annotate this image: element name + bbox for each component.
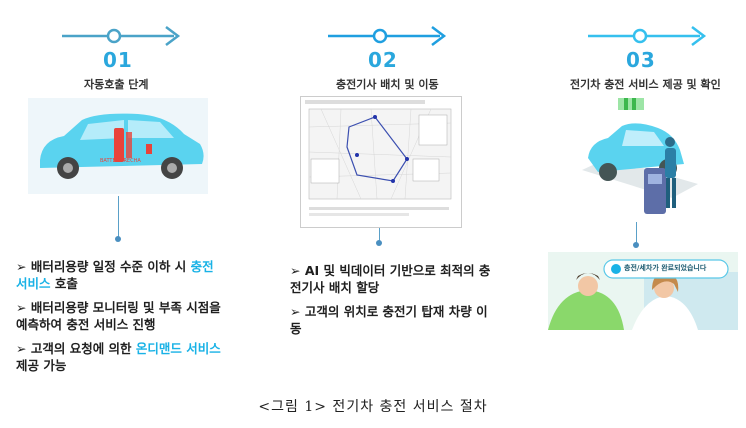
step-3-column: 03 전기차 충전 서비스 제공 및 확인 충전/세차가 완료되었습니다 xyxy=(500,0,740,390)
step-2-bullets: ➢ AI 및 빅데이터 기반으로 최적의 충전기사 배치 할당 ➢ 고객의 위치… xyxy=(290,262,495,344)
customer-notification-illustration xyxy=(548,252,738,330)
charging-service-illustration xyxy=(582,98,698,214)
step-1-connector-line xyxy=(118,196,119,238)
step-2-connector-dot xyxy=(376,240,382,246)
step-1-bullet-2: ➢ 배터리용량 모니터링 및 부족 시점을 예측하여 충전 서비스 진행 xyxy=(16,300,221,332)
step-1-arrow-icon xyxy=(62,26,181,46)
step-3-title: 전기차 충전 서비스 제공 및 확인 xyxy=(570,78,721,91)
step-3-connector-dot xyxy=(633,242,639,248)
step-3-connector-line xyxy=(636,222,637,246)
step-1-bullets: ➢ 배터리용량 일정 수준 이하 시 충전 서비스 호출 ➢ 배터리용량 모니터… xyxy=(16,258,226,381)
ev-car-battery-illustration: BATTERY RECHA xyxy=(28,98,208,194)
step-1-number: 01 xyxy=(103,48,133,72)
step-1-column: 01 자동호출 단계 BATTERY RECHA ➢ 배터리용량 일정 수준 이… xyxy=(0,0,240,390)
step-2-number: 02 xyxy=(368,48,398,72)
car-battery-text: BATTERY RECHA xyxy=(100,158,141,164)
step-1-bullet-3: ➢ 고객의 요청에 의한 온디맨드 서비스 제공 가능 xyxy=(16,341,221,373)
step-1-title: 자동호출 단계 xyxy=(84,78,149,91)
step-3-number: 03 xyxy=(626,48,656,72)
notification-bubble-text: 충전/세차가 완료되었습니다 xyxy=(624,264,707,272)
step-2-bullet-1: ➢ AI 및 빅데이터 기반으로 최적의 충전기사 배치 할당 xyxy=(290,263,491,295)
step-2-arrow-icon xyxy=(328,26,447,46)
step-2-column: 02 충전기사 배치 및 이동 xyxy=(260,0,500,390)
step-1-bullet-1: ➢ 배터리용량 일정 수준 이하 시 충전 서비스 호출 xyxy=(16,259,214,291)
step-2-title: 충전기사 배치 및 이동 xyxy=(336,78,439,91)
dispatch-map-illustration xyxy=(300,96,462,228)
step-1-connector-dot xyxy=(115,236,121,242)
figure-caption: <그림 1> 전기차 충전 서비스 절차 xyxy=(258,399,488,415)
step-3-arrow-icon xyxy=(588,26,707,46)
step-2-connector-line xyxy=(379,228,380,242)
step-2-bullet-2: ➢ 고객의 위치로 충전기 탑재 차량 이동 xyxy=(290,304,488,336)
